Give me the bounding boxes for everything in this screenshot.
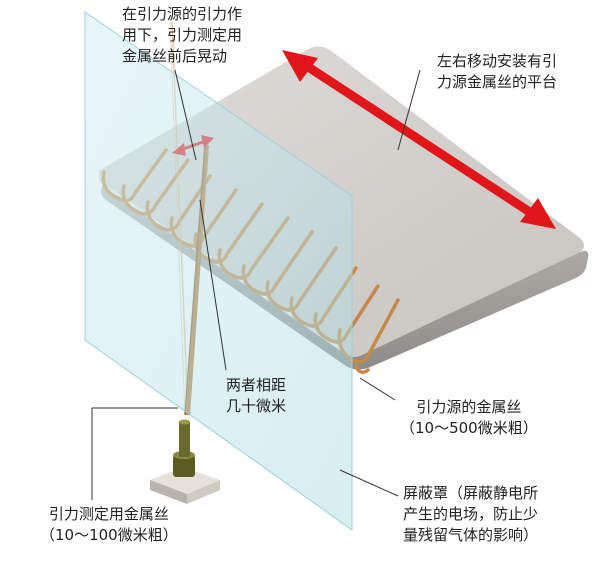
label-platform: 左右移动安装有引 力源金属丝的平台 <box>437 52 558 91</box>
test-wire-mount <box>150 419 220 504</box>
shield-glass <box>84 11 353 531</box>
label-source-wire: 引力源的金属丝 （10～500微米粗） <box>400 398 538 437</box>
label-shield: 屏蔽罩（屏蔽静电所 产生的电场，防止少 量残留气体的影响） <box>403 484 539 544</box>
platform-side <box>101 185 589 370</box>
leader-lines <box>91 69 421 500</box>
label-fiber-swing: 在引力源的引力作 用下，引力测定用 金属丝前后晃动 <box>122 5 243 65</box>
label-distance: 两者相距 几十微米 <box>226 376 287 415</box>
label-test-wire: 引力测定用金属丝 （10～100微米粗） <box>40 505 178 544</box>
platform-motion-arrow <box>282 50 556 229</box>
